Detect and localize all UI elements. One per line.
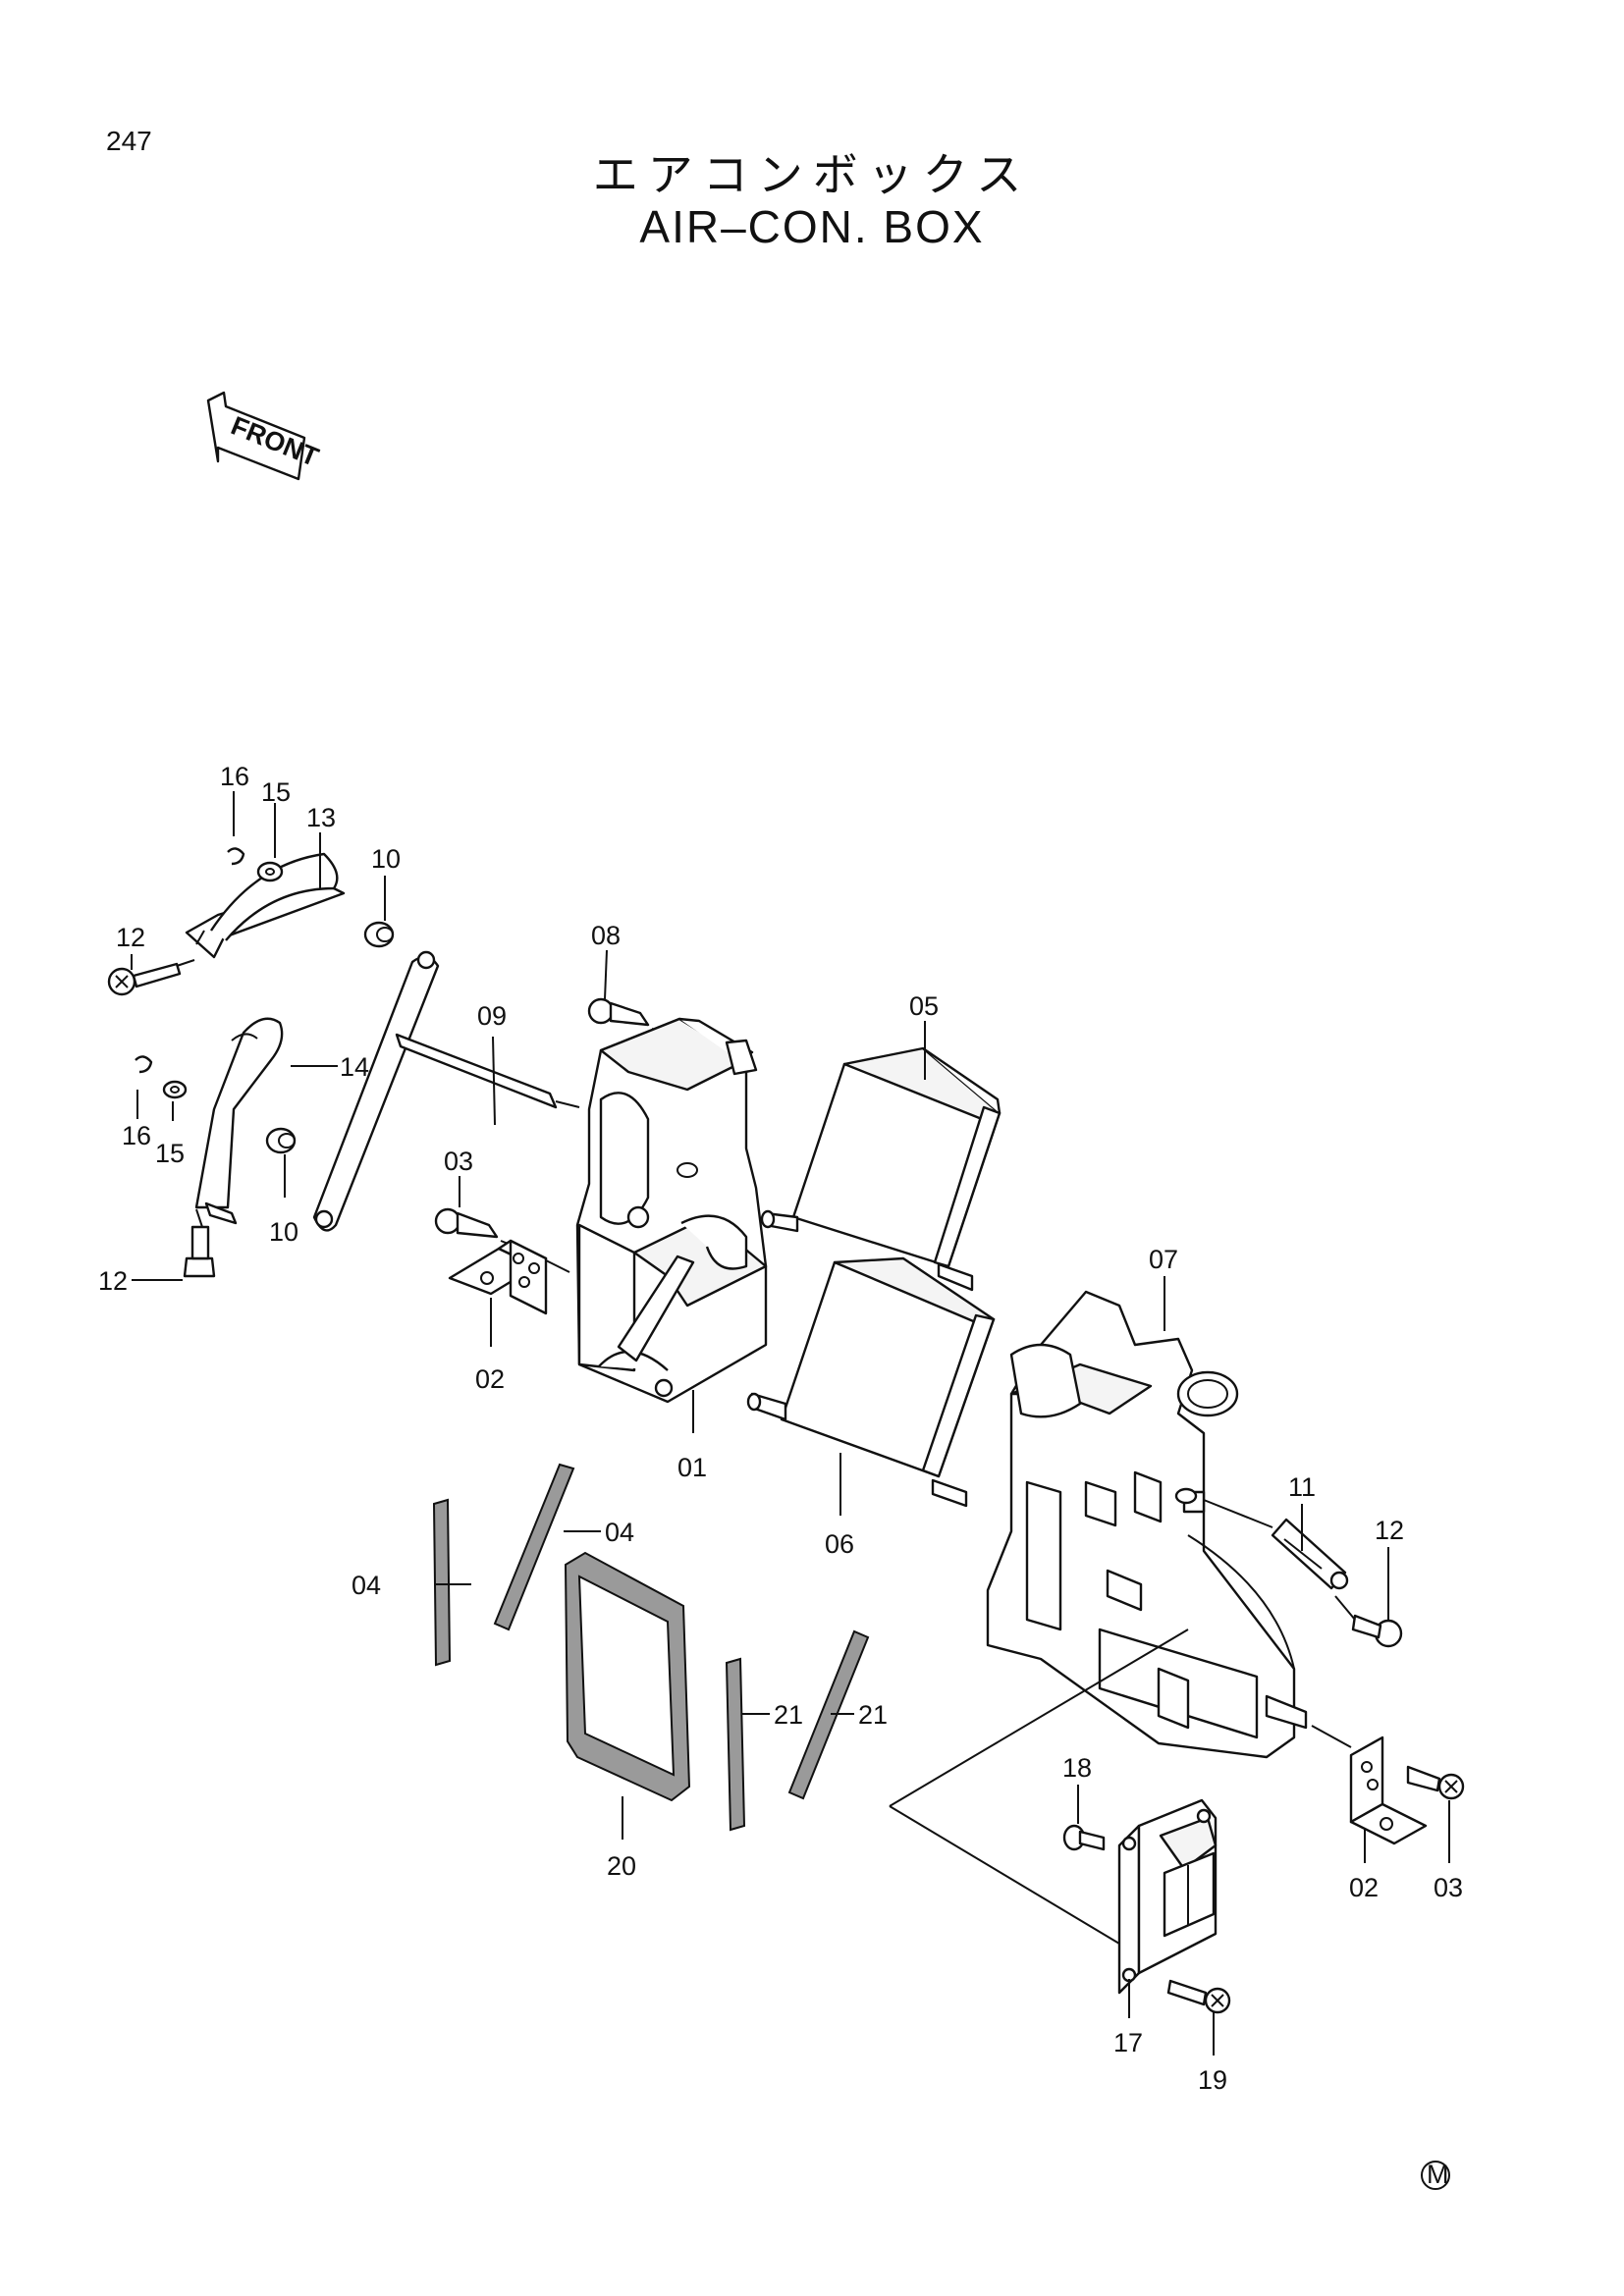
case-07-part xyxy=(986,1290,1308,1759)
callout-10: 10 xyxy=(371,844,401,874)
callout-02: 02 xyxy=(1349,1873,1379,1902)
seal-04-right-part xyxy=(493,1463,575,1631)
callout-14: 14 xyxy=(340,1052,369,1082)
callout-12: 12 xyxy=(116,923,145,952)
seal-21-right-part xyxy=(787,1629,870,1800)
callout-11: 11 xyxy=(1288,1472,1316,1502)
callout-05: 05 xyxy=(909,991,939,1021)
callout-18: 18 xyxy=(1062,1753,1092,1783)
callout-labels: 16 15 13 10 12 08 09 05 14 16 15 10 03 1… xyxy=(98,762,1463,2095)
eclip-16-upper-part xyxy=(227,847,245,866)
lever-13-part xyxy=(185,852,346,959)
washer-15-lower-part xyxy=(162,1080,188,1099)
callout-03: 03 xyxy=(444,1147,473,1176)
circled-m-mark: M xyxy=(1421,2160,1450,2190)
callout-16: 16 xyxy=(220,762,249,791)
screw-03-left-part xyxy=(434,1207,521,1250)
front-arrow-icon: FRONT xyxy=(206,391,323,481)
callout-16: 16 xyxy=(122,1121,151,1150)
bolt-12-right-part xyxy=(1334,1595,1403,1648)
seal-04-left-part xyxy=(432,1498,452,1667)
reference-lines xyxy=(889,1629,1189,1945)
page-number: 247 xyxy=(106,126,152,156)
bracket-02-right-part xyxy=(1311,1725,1428,1845)
callout-19: 19 xyxy=(1198,2065,1227,2095)
callout-02: 02 xyxy=(475,1364,505,1394)
callout-20: 20 xyxy=(607,1851,636,1881)
core-06-part xyxy=(746,1256,996,1508)
callout-21: 21 xyxy=(774,1700,803,1730)
svg-text:M: M xyxy=(1427,2160,1449,2189)
link-11-part xyxy=(1203,1499,1349,1590)
leader-lines xyxy=(131,791,1450,2056)
callout-12: 12 xyxy=(98,1266,128,1296)
callout-08: 08 xyxy=(591,921,621,950)
callout-07: 07 xyxy=(1149,1245,1178,1274)
callout-04: 04 xyxy=(605,1518,634,1547)
page-title-english: AIR–CON. BOX xyxy=(639,201,985,252)
rod-09-part xyxy=(395,1033,580,1109)
callout-04: 04 xyxy=(352,1571,381,1600)
actuator-17-part xyxy=(1117,1798,1218,1995)
washer-15-upper-part xyxy=(256,861,284,882)
callout-10: 10 xyxy=(269,1217,298,1247)
callout-21: 21 xyxy=(858,1700,888,1730)
callout-01: 01 xyxy=(677,1453,707,1482)
callout-06: 06 xyxy=(825,1529,854,1559)
bracket-02-left-part xyxy=(448,1239,570,1315)
callout-12: 12 xyxy=(1375,1516,1404,1545)
bushing-10-upper-part xyxy=(363,921,395,948)
callout-15: 15 xyxy=(155,1139,185,1168)
callout-09: 09 xyxy=(477,1001,507,1031)
callout-17: 17 xyxy=(1113,2028,1143,2057)
screw-03-right-part xyxy=(1406,1765,1465,1800)
core-05-part xyxy=(760,1046,1001,1292)
bushing-10-lower-part xyxy=(265,1127,297,1154)
callout-13: 13 xyxy=(306,803,336,832)
housing-01-part xyxy=(575,1017,768,1404)
screw-19-part xyxy=(1166,1979,1231,2014)
gasket-20-part xyxy=(564,1551,691,1802)
link-plate-part xyxy=(312,950,440,1232)
bolt-12-lower-part xyxy=(183,1208,216,1278)
lever-14-part xyxy=(194,1017,284,1225)
bolt-12-upper-part xyxy=(107,959,195,996)
callout-15: 15 xyxy=(261,777,291,807)
seal-21-left-part xyxy=(725,1657,746,1832)
page-title-japanese: エアコンボックス xyxy=(592,148,1032,201)
pin-18-part xyxy=(1062,1824,1106,1851)
eclip-16-lower-part xyxy=(135,1055,153,1074)
callout-03: 03 xyxy=(1434,1873,1463,1902)
